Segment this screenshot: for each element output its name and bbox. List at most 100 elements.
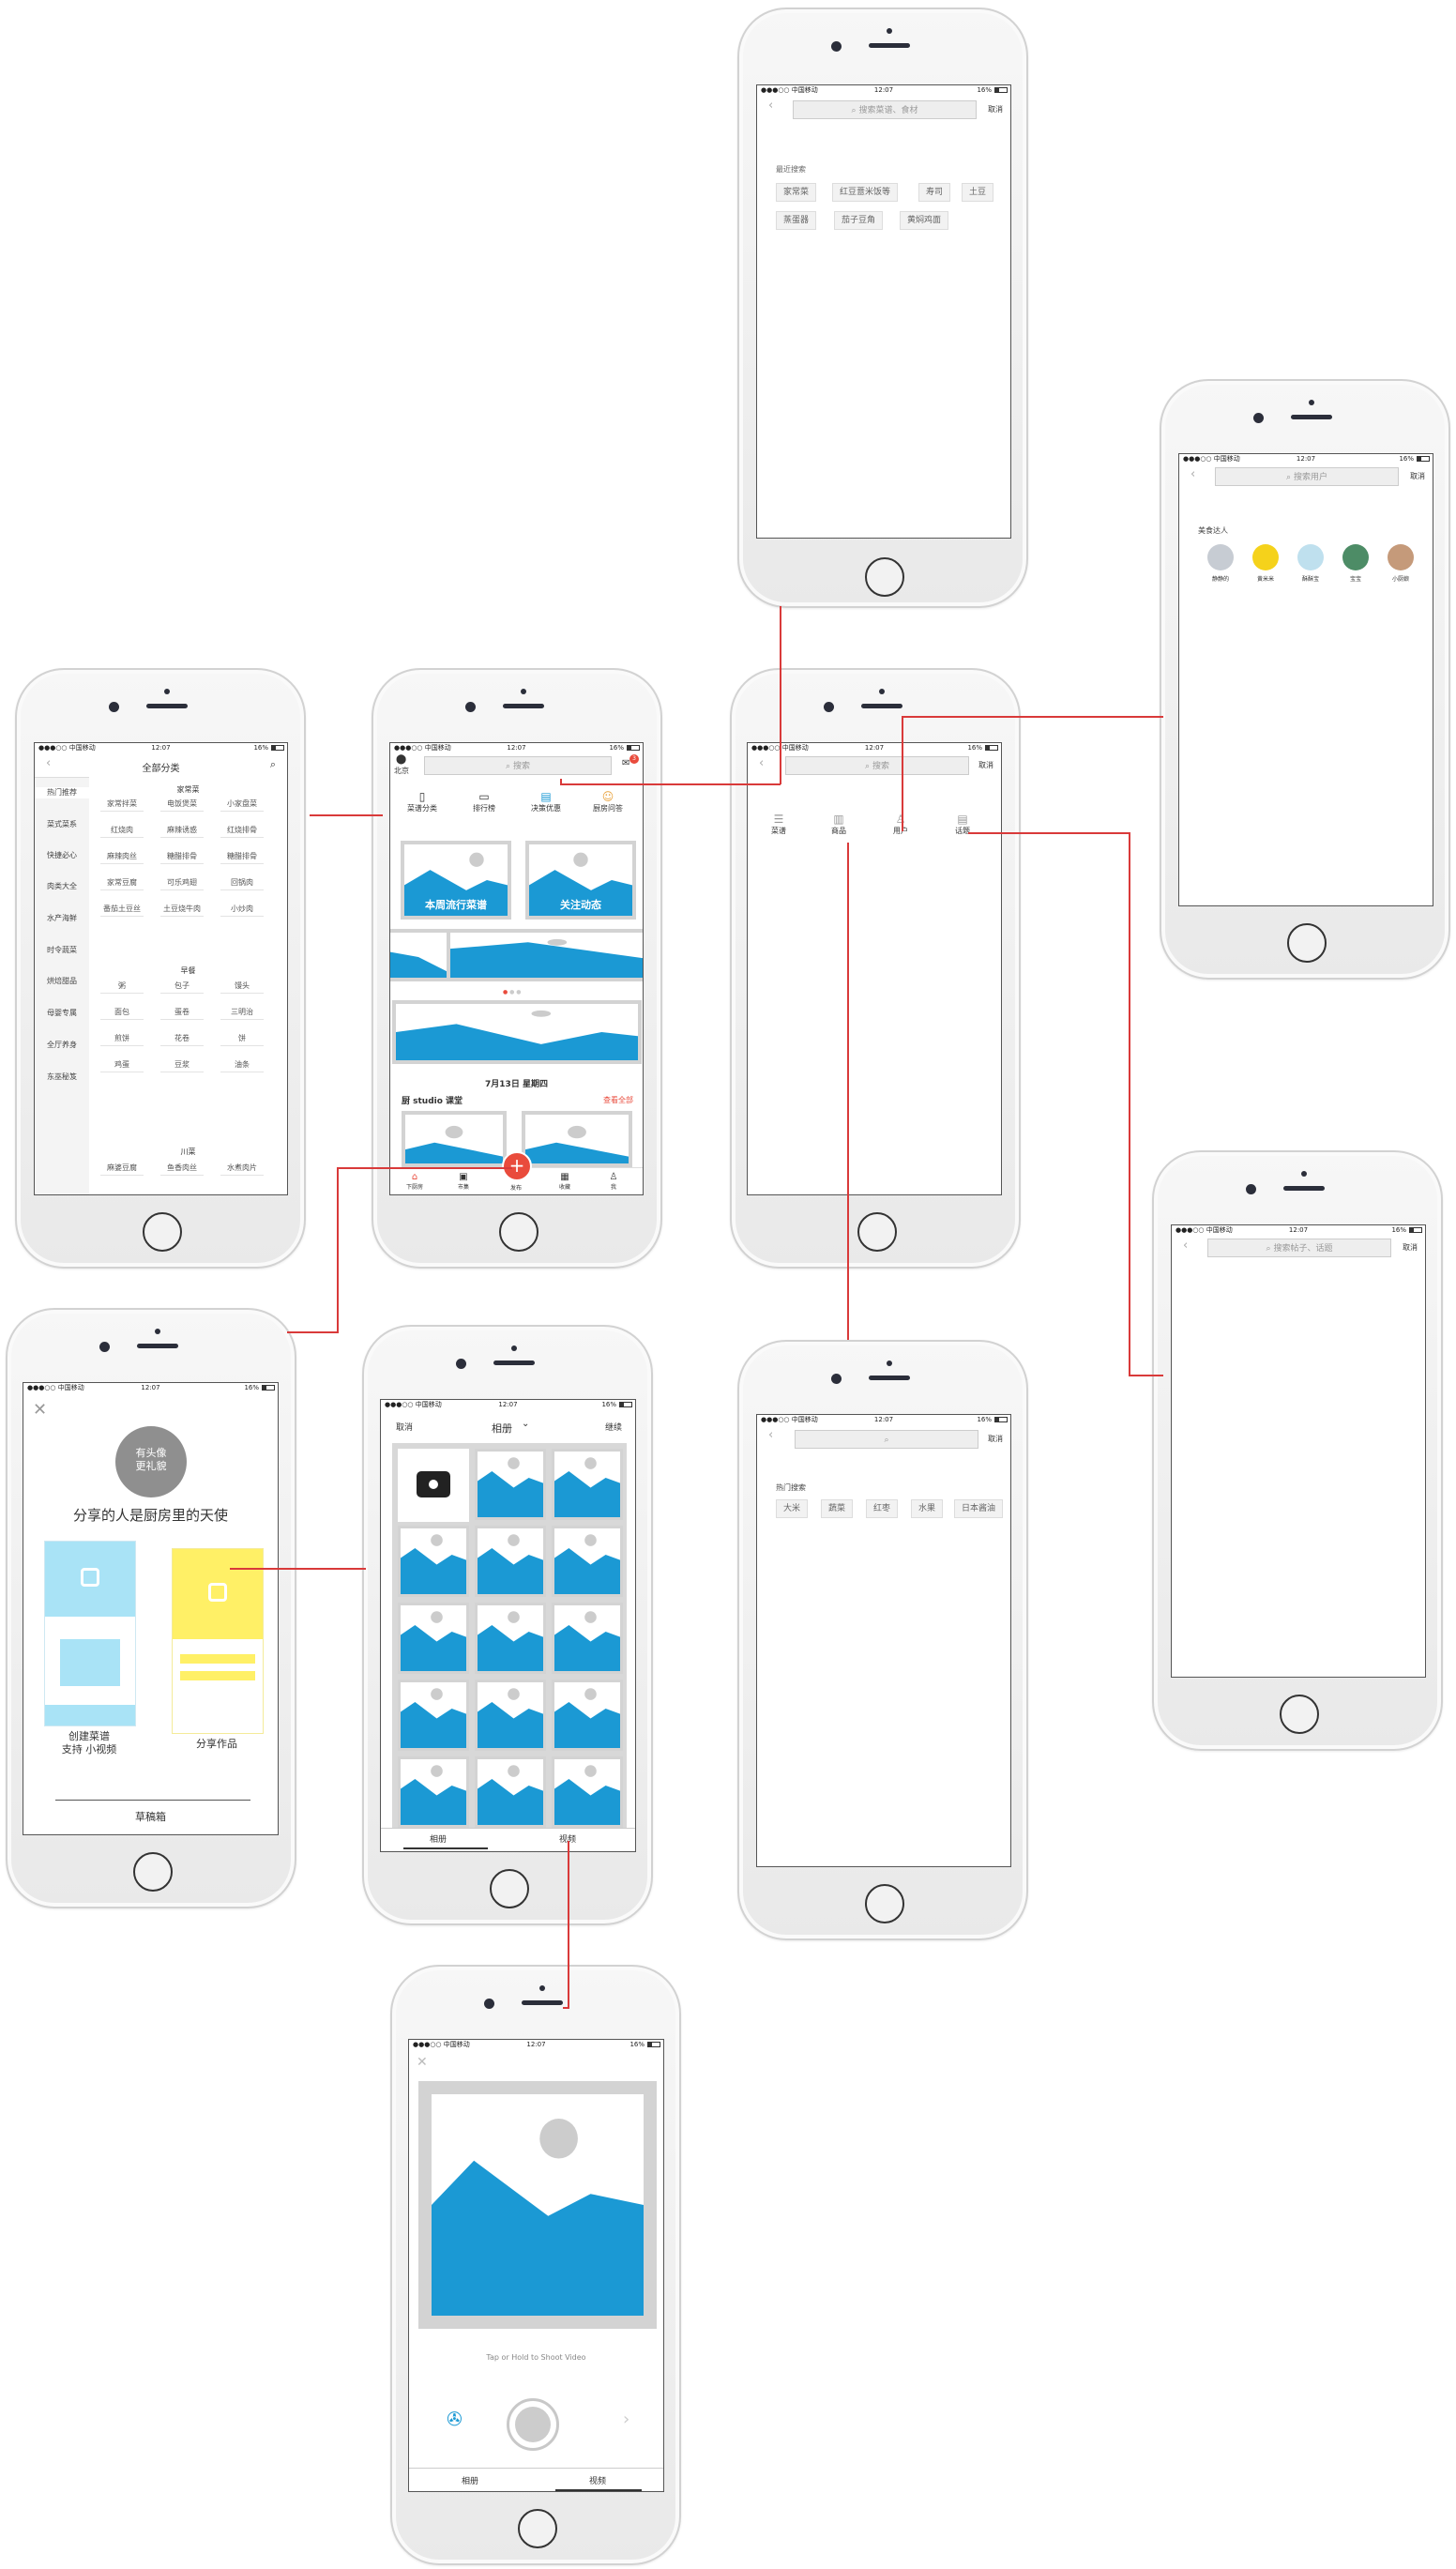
photo-thumbnail[interactable] <box>552 1603 623 1674</box>
category-item[interactable]: 土豆烧牛肉 <box>160 903 204 917</box>
photo-thumbnail[interactable] <box>398 1603 469 1674</box>
chevron-right-icon[interactable]: › <box>623 2409 630 2429</box>
category-item[interactable]: 小家盘菜 <box>220 798 264 812</box>
category-item[interactable]: 小炒肉 <box>220 903 264 917</box>
search-type-goods[interactable]: ▥商品 <box>825 813 853 836</box>
category-item[interactable]: 饼 <box>220 1032 264 1046</box>
avatar[interactable] <box>1342 544 1369 570</box>
chevron-down-icon[interactable]: ⌄ <box>522 1419 530 1429</box>
category-item[interactable]: 三明治 <box>220 1006 264 1020</box>
avatar[interactable] <box>115 1426 187 1497</box>
cancel-button[interactable]: 取消 <box>1410 472 1425 480</box>
quick-entry-deals[interactable]: ▤决策优惠 <box>523 790 569 813</box>
category-item[interactable]: 油条 <box>220 1058 264 1072</box>
hot-tag[interactable]: 蔬菜 <box>821 1499 854 1518</box>
avatar[interactable] <box>1388 544 1414 570</box>
back-icon[interactable]: ‹ <box>759 756 765 770</box>
history-tag[interactable]: 茄子豆角 <box>834 211 884 230</box>
search-icon[interactable]: ⌕ <box>269 758 276 770</box>
category-item[interactable]: 糖醋排骨 <box>160 850 204 864</box>
home-button[interactable] <box>865 1884 904 1923</box>
search-type-users[interactable]: ♙用户 <box>887 813 915 836</box>
category-item[interactable]: 红烧肉 <box>100 824 144 838</box>
close-icon[interactable]: ✕ <box>417 2055 428 2070</box>
film-reel-icon[interactable]: ✇ <box>447 2408 463 2430</box>
tab-video[interactable]: 视频 <box>559 1835 577 1845</box>
tab-market[interactable]: ▣市集 <box>445 1172 482 1191</box>
back-icon[interactable]: ‹ <box>1183 1239 1189 1253</box>
home-button[interactable] <box>143 1212 182 1252</box>
hot-tag[interactable]: 日本酱油 <box>954 1499 1004 1518</box>
sidebar-item[interactable]: 时令蔬菜 <box>47 946 77 954</box>
tab-video[interactable]: 视频 <box>589 2477 607 2486</box>
carousel-image[interactable] <box>447 929 643 981</box>
photo-thumbnail[interactable] <box>552 1680 623 1751</box>
sidebar-item[interactable]: 烘焙甜品 <box>47 977 77 985</box>
search-type-topics[interactable]: ▤话题 <box>948 813 977 836</box>
hot-tag[interactable]: 红枣 <box>866 1499 899 1518</box>
search-input[interactable]: ⌕ 搜索 <box>424 756 612 775</box>
quick-entry-categories[interactable]: ▯菜谱分类 <box>400 790 445 813</box>
publish-fab[interactable]: + <box>502 1151 532 1181</box>
tab-favorites[interactable]: ▦收藏 <box>546 1172 584 1191</box>
home-button[interactable] <box>1280 1695 1319 1734</box>
category-item[interactable]: 包子 <box>160 980 204 994</box>
category-item[interactable]: 糖醋排骨 <box>220 850 264 864</box>
category-item[interactable]: 番茄土豆丝 <box>100 903 144 917</box>
home-button[interactable] <box>518 2509 557 2548</box>
category-item[interactable]: 豆浆 <box>160 1058 204 1072</box>
search-input[interactable]: ⌕ 搜索帖子、话题 <box>1207 1239 1391 1257</box>
photo-thumbnail[interactable] <box>475 1756 546 1828</box>
category-item[interactable]: 面包 <box>100 1006 144 1020</box>
photo-thumbnail[interactable] <box>475 1603 546 1674</box>
tab-album[interactable]: 相册 <box>430 1835 447 1845</box>
photo-thumbnail[interactable] <box>552 1526 623 1597</box>
sidebar-item[interactable]: 水产海鲜 <box>47 914 77 922</box>
cancel-button[interactable]: 取消 <box>396 1423 414 1433</box>
tab-home[interactable]: ⌂下厨房 <box>396 1172 433 1191</box>
cancel-button[interactable]: 取消 <box>1403 1243 1418 1252</box>
category-item[interactable]: 粥 <box>100 980 144 994</box>
category-item[interactable]: 煎饼 <box>100 1032 144 1046</box>
cancel-button[interactable]: 取消 <box>978 761 993 769</box>
sidebar-item[interactable]: 东巫秘笈 <box>47 1072 77 1081</box>
history-tag[interactable]: 蒸蛋器 <box>776 211 817 230</box>
city-label[interactable]: 北京 <box>394 767 409 775</box>
home-button[interactable] <box>1287 923 1327 963</box>
feature-image[interactable] <box>392 1000 642 1064</box>
search-input[interactable]: ⌕ 搜索用户 <box>1215 467 1399 486</box>
history-tag[interactable]: 家常菜 <box>776 183 817 202</box>
category-item[interactable]: 馒头 <box>220 980 264 994</box>
studio-card[interactable] <box>522 1111 632 1167</box>
home-button[interactable] <box>490 1869 529 1908</box>
cancel-button[interactable]: 取消 <box>988 1435 1003 1443</box>
record-button[interactable] <box>507 2398 559 2451</box>
category-item[interactable]: 家常豆腐 <box>100 876 144 890</box>
banner-weekly[interactable]: 本周流行菜谱 <box>401 841 511 920</box>
photo-thumbnail[interactable] <box>475 1680 546 1751</box>
avatar[interactable] <box>1252 544 1279 570</box>
photo-thumbnail[interactable] <box>398 1680 469 1751</box>
carousel-image[interactable] <box>390 929 450 981</box>
category-item[interactable]: 麻婆豆腐 <box>100 1162 144 1176</box>
next-button[interactable]: 继续 <box>604 1423 622 1433</box>
home-button[interactable] <box>865 557 904 597</box>
category-item[interactable]: 麻辣诱惑 <box>160 824 204 838</box>
search-type-recipes[interactable]: ☰菜谱 <box>765 813 793 836</box>
album-title[interactable]: 相册 <box>492 1422 512 1435</box>
close-icon[interactable]: ✕ <box>33 1400 48 1420</box>
history-tag[interactable]: 红豆薏米饭等 <box>832 183 899 202</box>
category-item[interactable]: 可乐鸡翅 <box>160 876 204 890</box>
home-button[interactable] <box>133 1852 173 1892</box>
tab-me[interactable]: ♙我 <box>595 1172 632 1191</box>
hot-tag[interactable]: 大米 <box>776 1499 809 1518</box>
photo-thumbnail[interactable] <box>475 1449 546 1520</box>
quick-entry-ranking[interactable]: ▭排行榜 <box>462 790 507 813</box>
history-tag[interactable]: 土豆 <box>962 183 994 202</box>
back-icon[interactable]: ‹ <box>1191 467 1196 481</box>
category-item[interactable]: 麻辣肉丝 <box>100 850 144 864</box>
avatar[interactable] <box>1207 544 1234 570</box>
photo-thumbnail[interactable] <box>475 1526 546 1597</box>
home-button[interactable] <box>499 1212 538 1252</box>
quick-entry-qa[interactable]: ☺厨房问答 <box>584 790 632 813</box>
